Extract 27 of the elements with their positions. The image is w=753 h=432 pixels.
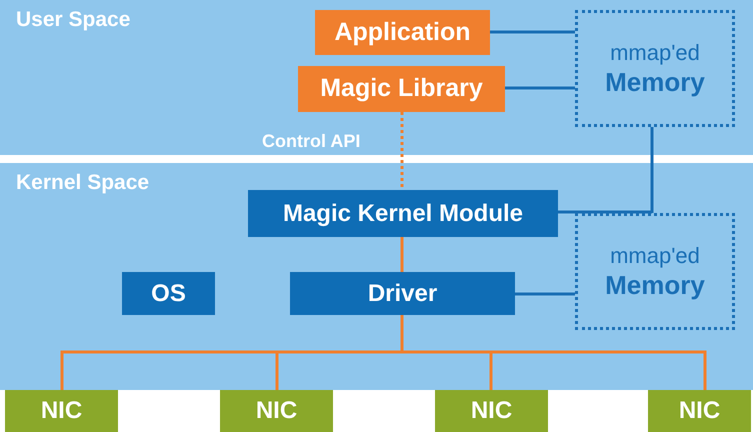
connector-line — [490, 30, 575, 34]
memory-label: mmap'ed — [610, 242, 700, 269]
connector-line — [400, 237, 404, 272]
layer-label: Kernel Space — [16, 170, 150, 196]
module-box: Driver — [290, 272, 515, 315]
connector-line — [400, 315, 706, 390]
connector-line — [650, 127, 654, 213]
memory-label: mmap'ed — [610, 38, 700, 66]
memory-box — [575, 213, 735, 330]
memory-label: Memory — [605, 269, 705, 302]
connector-line — [505, 86, 575, 90]
layer-label: User Space — [16, 7, 130, 33]
component-box: Application — [315, 10, 490, 55]
connector-line — [515, 292, 575, 296]
memory-box — [575, 10, 735, 127]
connector-line — [400, 112, 404, 190]
connector-line — [558, 210, 654, 214]
module-box: Magic Kernel Module — [248, 190, 558, 237]
memory-label: Memory — [605, 66, 705, 98]
module-box: OS — [122, 272, 215, 315]
nic-box: NIC — [648, 390, 751, 432]
nic-box: NIC — [435, 390, 548, 432]
nic-box: NIC — [220, 390, 333, 432]
component-box: Magic Library — [298, 66, 505, 112]
nic-box: NIC — [5, 390, 118, 432]
layer-band — [0, 0, 753, 155]
layer-band — [0, 163, 753, 390]
